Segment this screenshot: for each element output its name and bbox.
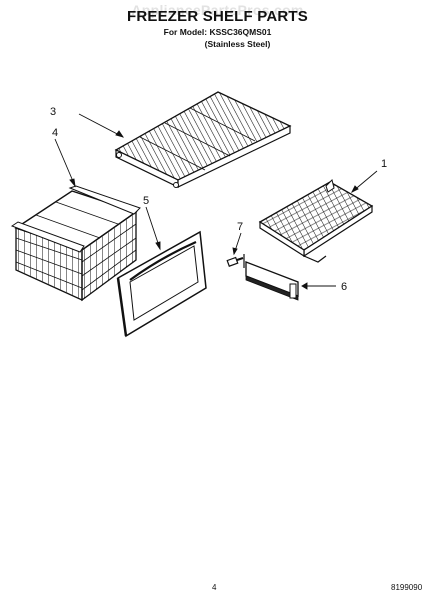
document-number: 8199090 [391,583,423,592]
page-title: FREEZER SHELF PARTS [126,8,309,25]
callout-7: 7 [237,221,243,233]
callout-4: 4 [52,127,58,139]
shelf-part-1 [258,179,374,263]
bracket-part-6 [243,254,299,301]
page-number: 4 [212,583,217,592]
front-panel-part-5 [116,230,207,338]
model-line: For Model: KSSC36QMS01 [163,27,272,37]
leader-lines [54,113,378,290]
callout-5: 5 [143,195,149,207]
finish-line: (Stainless Steel) [204,39,271,49]
shelf-part-3 [114,91,292,188]
callout-1: 1 [381,158,387,170]
basket-part-4 [10,185,141,302]
callout-6: 6 [341,281,347,293]
screw-part-7 [226,256,244,267]
watermark: AppliancePartsPros.com [131,2,304,18]
callout-3: 3 [50,106,56,118]
